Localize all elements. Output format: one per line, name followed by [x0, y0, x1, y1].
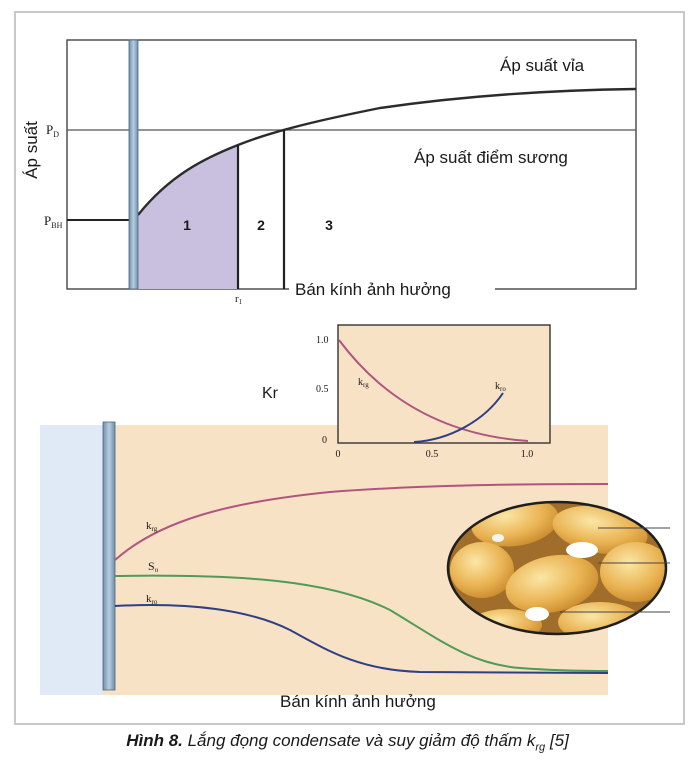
- caption-sub: rg: [535, 741, 546, 754]
- grain: [450, 542, 514, 598]
- pbh-label: PBH: [44, 213, 63, 230]
- gas-bubble: [492, 534, 504, 542]
- pressure-curve: [137, 87, 637, 216]
- gas-bubble: [566, 542, 598, 558]
- r1-label: r1: [235, 293, 243, 306]
- pore-scale-view: [446, 500, 670, 636]
- x-axis-label-top: Bán kính ảnh hưởng: [295, 280, 451, 299]
- pd-label: PD: [46, 122, 59, 139]
- kr-y-tick: 0.5: [316, 384, 329, 395]
- krg-curve-inset: [338, 339, 529, 442]
- caption-suffix: [5]: [545, 731, 569, 750]
- kro-label-inset: kro: [495, 381, 506, 393]
- pressure-chart: Áp suất PD PBH Áp suất vỉa Áp suất điểm …: [22, 39, 637, 306]
- caption-prefix: Hình 8.: [126, 731, 183, 750]
- so-curve: [114, 574, 609, 672]
- reservoir-pressure-label: Áp suất vỉa: [500, 56, 585, 75]
- zone-2-label: 2: [257, 217, 265, 233]
- caption-text: Lắng đọng condensate và suy giảm độ thấm…: [182, 731, 536, 750]
- kr-x-tick: 0.5: [426, 449, 439, 460]
- saturation-panel: krg So kro Bán kính ảnh hưởng: [40, 421, 670, 711]
- kr-y-tick: 0: [322, 435, 327, 446]
- kr-label: Kr: [262, 385, 279, 402]
- kro-label-bottom: kro: [146, 593, 158, 606]
- left-blue-band: [40, 425, 103, 695]
- so-label: So: [148, 559, 159, 574]
- kro-curve: [114, 604, 609, 674]
- zone-1-area: [138, 145, 238, 289]
- wellbore-top: [128, 39, 139, 290]
- dew-point-label: Áp suất điểm sương: [414, 148, 568, 167]
- grain: [552, 505, 648, 555]
- wellbore-bottom: [102, 421, 116, 691]
- gas-bubble: [525, 607, 549, 621]
- grain: [505, 554, 599, 614]
- kr-x-tick: 0: [336, 449, 341, 460]
- kr-inset-chart: Kr 1.0 0.5 0 0 0.5 1.0 krg kro: [262, 324, 551, 460]
- x-axis-label-bottom: Bán kính ảnh hưởng: [280, 692, 436, 711]
- kr-inset-plot: [337, 324, 551, 444]
- krg-label-bottom: krg: [146, 520, 158, 533]
- y-axis-label: Áp suất: [22, 121, 41, 179]
- x-axis-label-bg: [289, 274, 495, 298]
- krg-curve: [114, 483, 609, 561]
- zone-3-label: 3: [325, 217, 333, 233]
- kro-curve-inset: [413, 392, 504, 443]
- figure-caption: Hình 8. Lắng đọng condensate và suy giảm…: [0, 731, 695, 753]
- krg-label-inset: krg: [358, 377, 369, 389]
- zone-1-label: 1: [183, 217, 191, 233]
- grain: [600, 542, 666, 602]
- kr-y-tick: 1.0: [316, 335, 329, 346]
- kr-x-tick: 1.0: [521, 449, 534, 460]
